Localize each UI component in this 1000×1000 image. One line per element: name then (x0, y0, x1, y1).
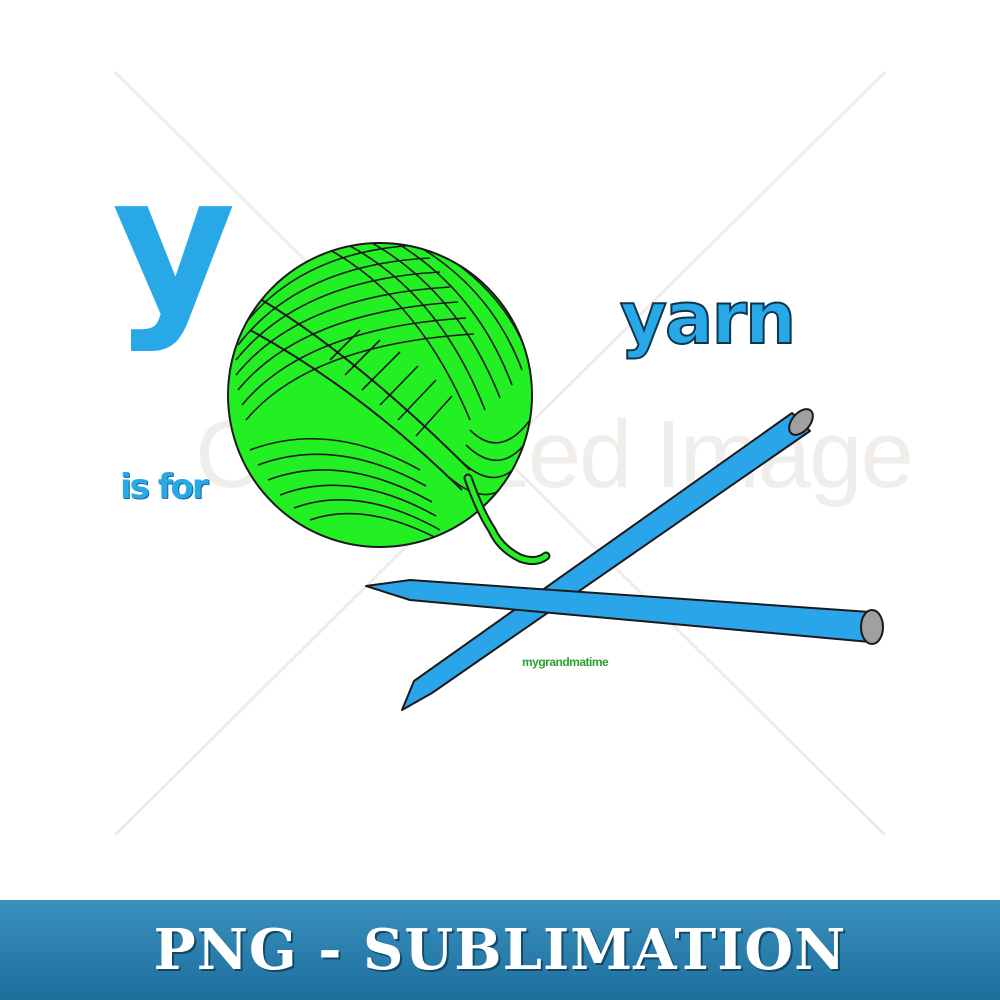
yarn-ball-icon (227, 242, 551, 566)
knitting-needle-icon (365, 579, 884, 645)
banner-label: PNG - SUBLIMATION (153, 917, 847, 983)
letter-y: y (112, 134, 236, 355)
word-yarn: yarn (619, 276, 797, 360)
phrase-is-for: is for (120, 467, 209, 507)
artist-credit: mygrandmatime (522, 655, 609, 669)
format-banner: PNG - SUBLIMATION (0, 900, 1000, 1000)
knitting-needle-icon (401, 408, 814, 711)
illustration-art (227, 242, 884, 711)
